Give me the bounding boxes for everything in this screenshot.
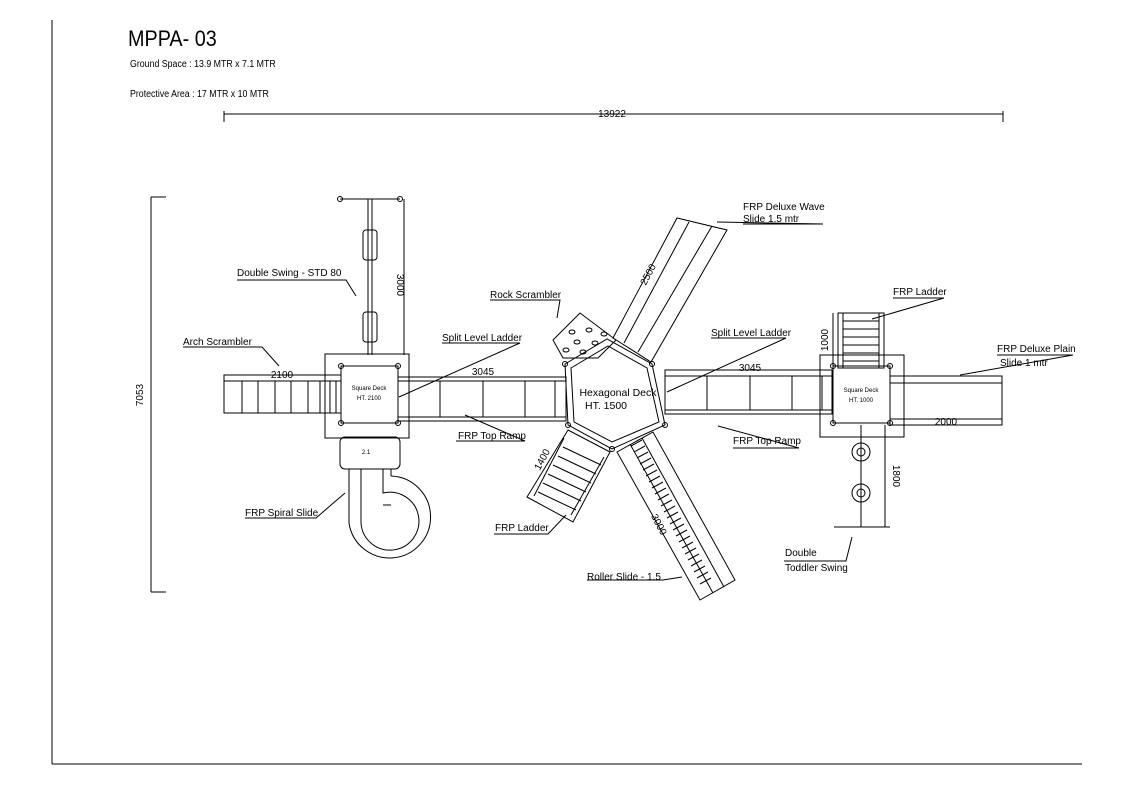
drawing-title: MPPA- 03: [128, 26, 217, 51]
overall-width-dimension: 13922: [224, 109, 1003, 122]
left-square-deck: Square Deck HT. 2100: [325, 354, 409, 438]
overall-width-value: 13922: [598, 109, 626, 120]
label-arch-scrambler: Arch Scrambler: [183, 337, 253, 348]
protective-area-note: Protective Area : 17 MTR x 10 MTR: [130, 89, 269, 100]
left-deck-name: Square Deck: [352, 386, 388, 392]
label-rock-scrambler: Rock Scrambler: [490, 290, 562, 301]
label-roller-slide: Roller Slide - 1.5: [587, 572, 661, 583]
arch-scrambler: 2100: [224, 370, 341, 413]
label-frp-deluxe-plain-1: FRP Deluxe Plain: [997, 344, 1076, 355]
swing-length-dimension: 3000: [394, 199, 405, 355]
spiral-slide-section: 2.1: [362, 450, 371, 456]
frp-deluxe-wave-slide: 2500: [613, 218, 727, 362]
right-top-ramp: 3045: [665, 363, 832, 414]
sheet-border: [52, 20, 1082, 764]
frp-ladder-bottom: 1400: [527, 430, 610, 522]
label-frp-deluxe-plain-2: Slide 1 mtr: [1000, 358, 1048, 369]
ground-space-note: Ground Space : 13.9 MTR x 7.1 MTR: [130, 59, 276, 70]
double-toddler-swing: 1800: [834, 425, 901, 527]
label-frp-deluxe-wave-1: FRP Deluxe Wave: [743, 202, 825, 213]
label-frp-top-ramp-right: FRP Top Ramp: [733, 436, 801, 447]
label-frp-top-ramp-left: FRP Top Ramp: [458, 431, 526, 442]
label-double-swing: Double Swing - STD 80: [237, 268, 342, 279]
label-double-toddler-swing-2: Toddler Swing: [785, 563, 848, 574]
leader-lines: [183, 222, 1073, 580]
callout-labels: Double Swing - STD 80 Arch Scrambler Roc…: [183, 202, 1076, 583]
frp-deluxe-plain-slide: 2000: [890, 376, 1002, 428]
ladder-right-length: 1000: [820, 328, 831, 351]
label-double-toddler-swing-1: Double: [785, 548, 817, 559]
left-top-ramp: 3045: [398, 367, 566, 421]
center-deck-height: HT. 1500: [585, 400, 627, 412]
right-deck-height: HT. 1000: [849, 398, 874, 404]
double-swing: [338, 197, 403, 356]
left-ramp-length: 3045: [472, 367, 495, 378]
right-deck-name: Square Deck: [844, 388, 880, 394]
rock-scrambler: [553, 313, 616, 358]
label-frp-spiral-slide: FRP Spiral Slide: [245, 508, 319, 519]
overall-height-dimension: 7053: [135, 197, 166, 592]
plain-slide-length: 2000: [935, 417, 958, 428]
label-frp-ladder-bottom: FRP Ladder: [495, 523, 549, 534]
label-frp-deluxe-wave-2: Slide 1.5 mtr: [743, 214, 800, 225]
label-split-level-ladder-right: Split Level Ladder: [711, 328, 792, 339]
overall-height-value: 7053: [135, 383, 146, 406]
arch-scrambler-length: 2100: [271, 370, 294, 381]
toddler-swing-length: 1800: [890, 465, 901, 488]
frp-ladder-right: 1000: [820, 313, 884, 368]
swing-length-value: 3000: [394, 274, 405, 297]
right-ramp-length: 3045: [739, 363, 762, 374]
spiral-slide: 2.1: [340, 437, 431, 558]
label-split-level-ladder-left: Split Level Ladder: [442, 333, 523, 344]
center-deck-name: Hexagonal Deck: [579, 387, 657, 399]
left-deck-height: HT. 2100: [357, 396, 382, 402]
roller-slide-length: 3000: [648, 512, 668, 537]
hexagonal-deck: Hexagonal Deck HT. 1500: [563, 339, 668, 452]
label-frp-ladder-top: FRP Ladder: [893, 287, 947, 298]
